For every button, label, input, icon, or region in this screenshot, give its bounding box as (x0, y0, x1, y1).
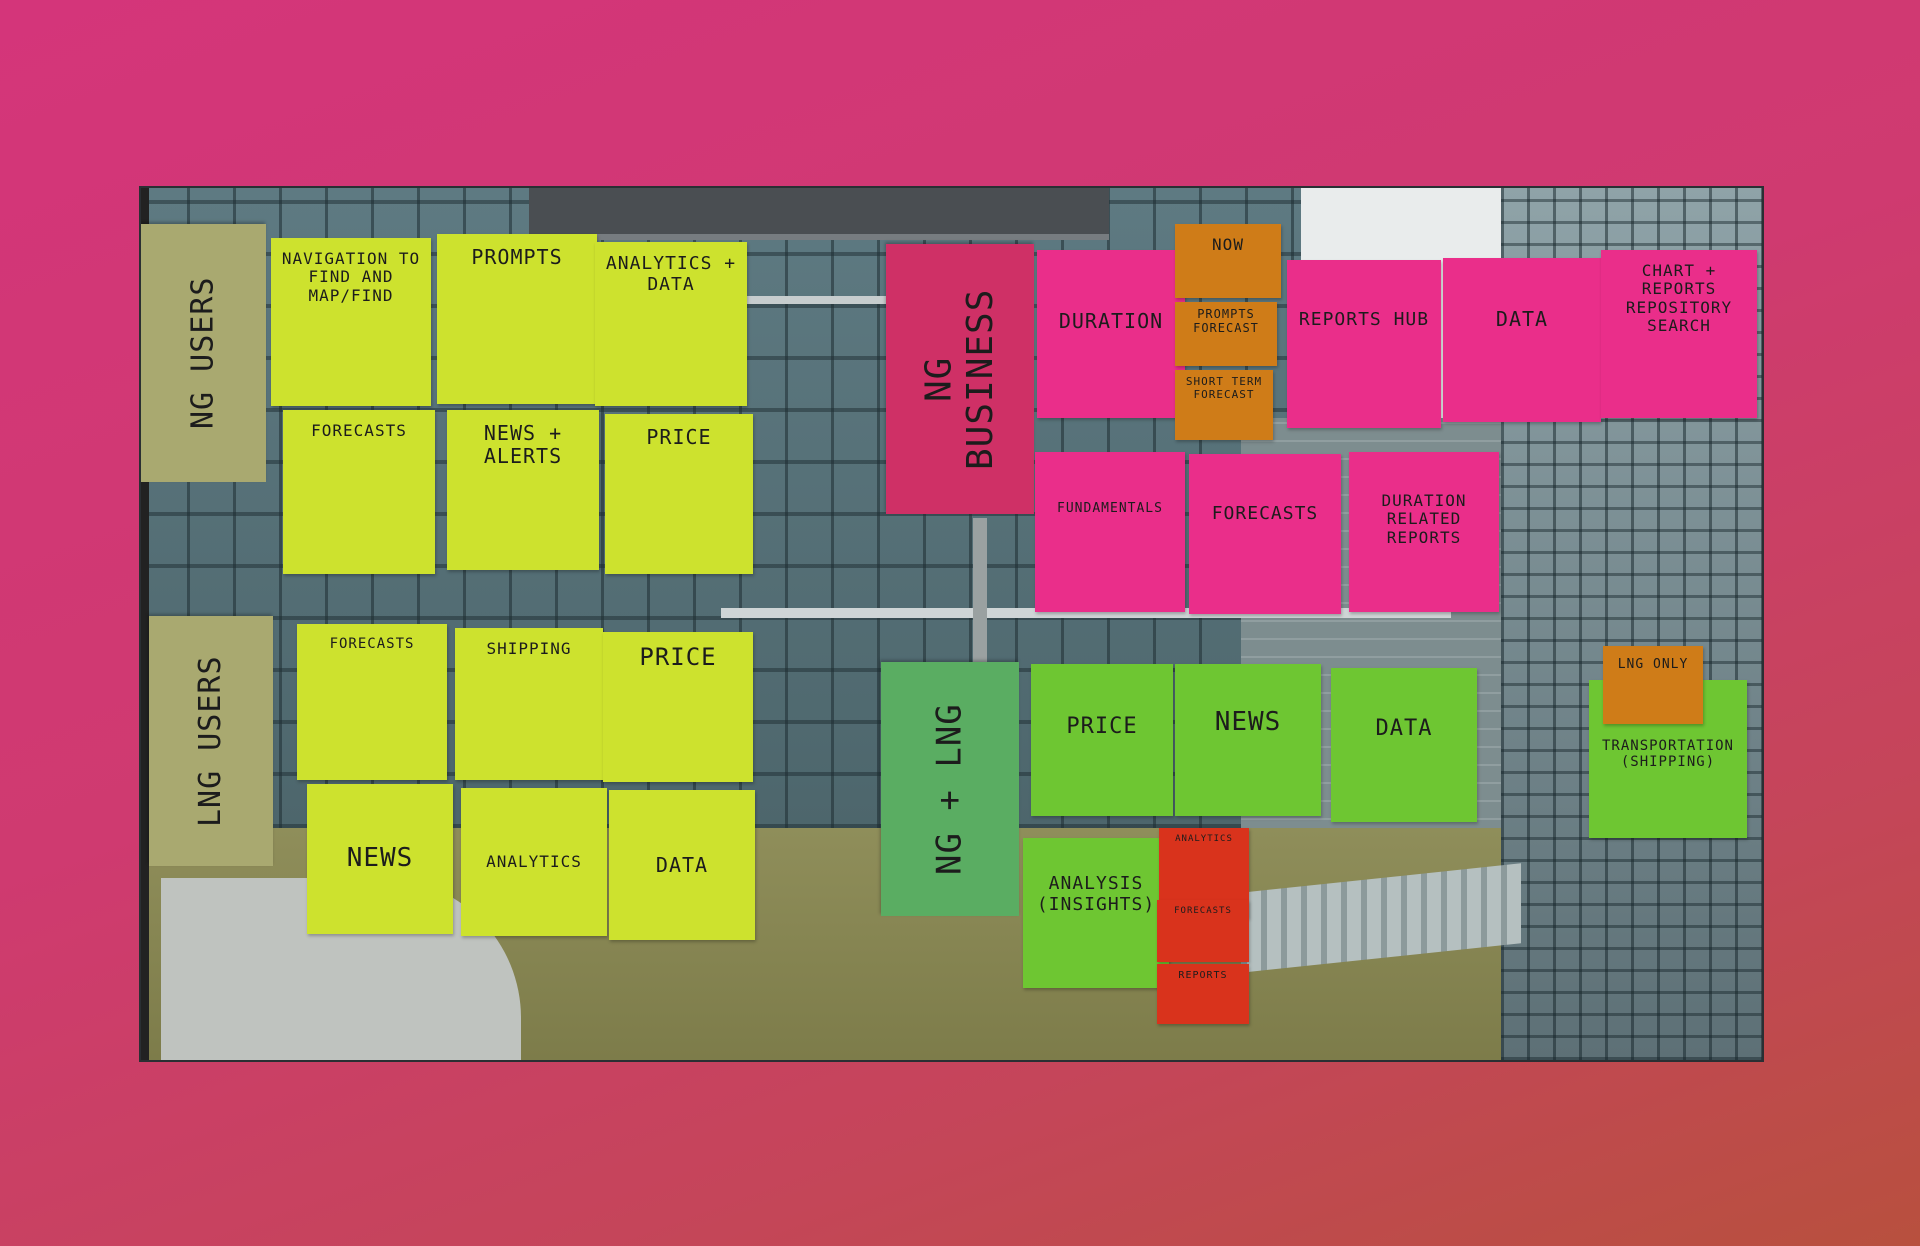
note-news-green: News (1175, 664, 1321, 816)
railing-upper (741, 296, 921, 304)
note-lng-users: LNG users (149, 616, 273, 866)
window-top-bar (529, 188, 1109, 240)
note-forecasts-pink: Forecasts (1189, 454, 1341, 614)
note-price-lng: Price (603, 632, 753, 782)
note-ng-lng: NG + LNG (881, 662, 1019, 916)
note-prompts: Prompts (437, 234, 597, 404)
note-lng-only: LNG only (1603, 646, 1703, 724)
note-news-lng: News (307, 784, 453, 934)
note-navigation: Navigation to find and map/find (271, 238, 431, 406)
note-prompts-forecast: Prompts forecast (1175, 302, 1277, 366)
note-price-green: Price (1031, 664, 1173, 816)
note-analysis: Analysis (insights) (1023, 838, 1169, 988)
note-ng-business: NG business (886, 244, 1034, 514)
note-data-green: Data (1331, 668, 1477, 822)
note-ng-users: NG users (141, 224, 266, 482)
note-duration: Duration (1037, 250, 1185, 418)
note-short-term-forecast: Short term forecast (1175, 370, 1273, 440)
note-data-lng: Data (609, 790, 755, 940)
note-data-pink: Data (1443, 258, 1601, 422)
note-reports-hub: Reports hub (1287, 260, 1441, 428)
note-duration-related: Duration related reports (1349, 452, 1499, 612)
window-frame (141, 188, 149, 1060)
note-forecasts-lng: Forecasts (297, 624, 447, 780)
note-analytics-data: Analytics + Data (595, 242, 747, 406)
note-news-alerts: News + Alerts (447, 410, 599, 570)
note-now: Now (1175, 224, 1281, 298)
note-chart-reports: Chart + Reports repository search (1601, 250, 1757, 418)
note-reports-red: Reports (1157, 964, 1249, 1024)
note-forecasts-red: Forecasts (1157, 900, 1249, 962)
note-price-ng: Price (605, 414, 753, 574)
note-shipping: Shipping (455, 628, 603, 780)
note-fundamentals: Fundamentals (1035, 452, 1185, 612)
railing (721, 608, 1451, 618)
note-analytics-lng: Analytics (461, 788, 607, 936)
note-forecasts-ng: Forecasts (283, 410, 435, 574)
sticky-note-photo: NG users Navigation to find and map/find… (139, 186, 1764, 1062)
